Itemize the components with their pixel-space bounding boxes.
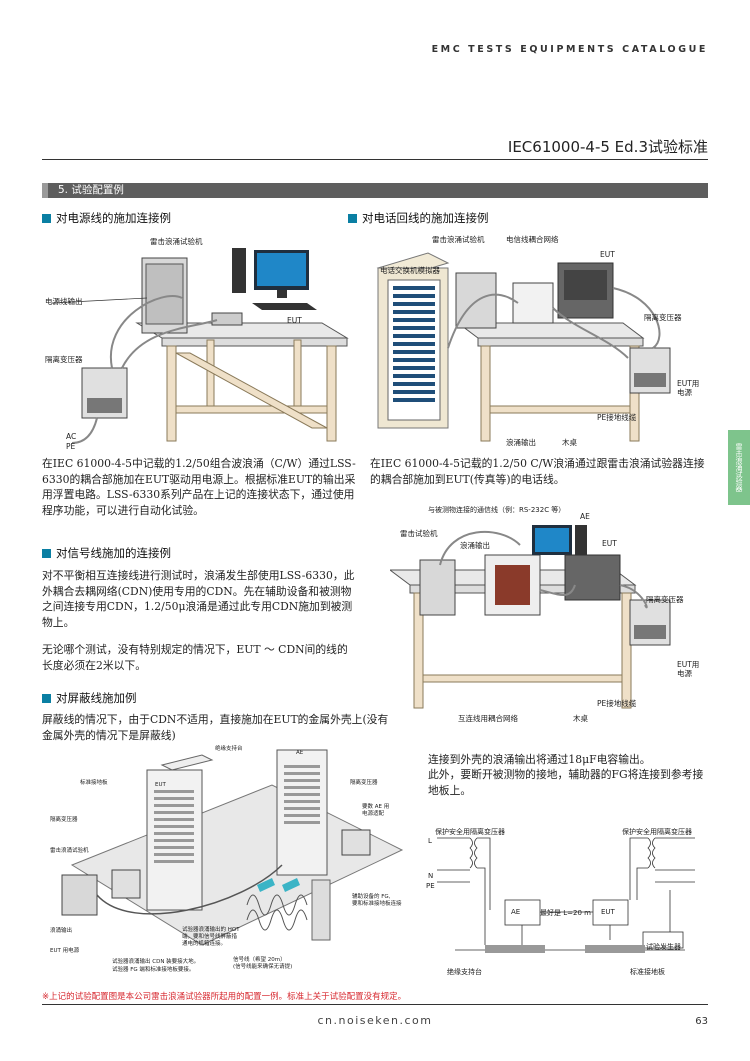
power-text: 在IEC 61000-4-5中记载的1.2/50组合波浪涌（C/W）通过LSS-… bbox=[42, 457, 356, 517]
shield-text: 屏蔽线的情况下，由于CDN不适用，直接施加在EUT的金属外壳上(没有金属外壳的情… bbox=[42, 713, 389, 742]
signal-label-eut: EUT bbox=[602, 539, 617, 548]
power-label-generator: 雷击浪涌试验机 bbox=[150, 237, 203, 246]
signal-label-eut-power-2: 电源 bbox=[677, 669, 692, 678]
shield-label-cdn-2: 试验器 FG 端和标准接地板要接。 bbox=[112, 967, 195, 973]
footer-note: ※上记的试验配置图是本公司雷击浪涌试验器所起用的配置一例。标准上关于试验配置没有… bbox=[42, 992, 407, 1002]
shield-label-sig-2: (信号线能来确保无请提) bbox=[233, 964, 293, 970]
power-label-pe: PE bbox=[66, 442, 76, 451]
phone-text: 在IEC 61000-4-5记载的1.2/50 C/W浪涌通过跟雷击浪涌试验器连… bbox=[370, 457, 705, 486]
schematic-label-gen: 试验发生器 bbox=[646, 943, 681, 951]
signal-label-eut-power-1: EUT用 bbox=[677, 660, 700, 669]
shield-label-trans-ae-1: 要数 AE 用 bbox=[362, 804, 390, 810]
schematic-label-length: 最好是 L=20 m bbox=[540, 909, 591, 917]
schematic-label-prot-right: 保护安全用隔离变压器 bbox=[622, 828, 692, 836]
schematic-label-l: L bbox=[428, 837, 432, 845]
phone-heading: 对电话回线的施加连接例 bbox=[348, 210, 489, 226]
shield-label-aux-2: 要和标准接地板连接 bbox=[352, 901, 402, 907]
phone-label-eut-power-2: 电源 bbox=[677, 388, 692, 397]
page-number: 63 bbox=[695, 1016, 708, 1027]
shield-text-right-2: 此外，要断开被测物的接地，辅助器的FG将连接到参考接地板上。 bbox=[428, 768, 704, 797]
power-label-output: 电源线输出 bbox=[45, 297, 83, 306]
signal-label-generator: 雷击试验机 bbox=[400, 529, 438, 538]
signal-text-2: 无论哪个测试，没有特别规定的情况下，EUT ～ CDN间的线的长度必须在2米以下… bbox=[42, 643, 348, 672]
shield-label-sig-1: 信号线（希望 20m） bbox=[233, 957, 286, 963]
schematic-label-pe: PE bbox=[426, 882, 435, 890]
signal-label-ae: AE bbox=[580, 512, 590, 521]
power-heading: 对电源线的施加连接例 bbox=[42, 210, 171, 226]
shield-label-support: 绝缘支持台 bbox=[215, 746, 243, 752]
schematic-label-ae: AE bbox=[511, 908, 521, 916]
shield-heading: 对屏蔽线施加例 bbox=[42, 690, 137, 706]
schematic-label-n: N bbox=[428, 872, 434, 880]
signal-label-comm: 与被测物连接的通信线（例：RS-232C 等） bbox=[428, 506, 566, 514]
shield-label-note-3: 通电的机箱连接。 bbox=[182, 941, 227, 947]
square-bullet-icon bbox=[42, 213, 51, 223]
footer-url: cn.noiseken.com bbox=[317, 1014, 433, 1027]
catalogue-title: EMC TESTS EQUIPMENTS CATALOGUE bbox=[431, 44, 708, 55]
section-title: 5. 试验配置例 bbox=[42, 183, 708, 198]
side-tab: 雷击浪涌试验器 bbox=[728, 430, 750, 505]
footer-rule bbox=[42, 1004, 708, 1005]
shield-label-surge-out: 浪涌输出 bbox=[50, 928, 73, 934]
schematic-label-support: 绝缘支持台 bbox=[447, 968, 482, 976]
shield-label-aux-1: 辅助设备的 FG, bbox=[352, 894, 391, 900]
schematic-label-plane: 标准接地板 bbox=[630, 968, 665, 976]
schematic-diagram bbox=[437, 837, 695, 953]
signal-label-surge-out: 浪涌输出 bbox=[460, 541, 490, 550]
shield-label-note-2: 端，要和信号线屏蔽措 bbox=[182, 934, 238, 940]
signal-illustration bbox=[390, 525, 671, 709]
signal-label-table: 木桌 bbox=[573, 714, 588, 723]
shield-label-ae: AE bbox=[296, 750, 304, 756]
shield-text-right-1: 连接到外壳的浪涌输出将通过18μF电容输出。 bbox=[428, 753, 651, 766]
shield-label-iso-trans: 隔离变压器 bbox=[50, 817, 78, 823]
shield-label-eut-power: EUT 用电源 bbox=[50, 948, 80, 954]
phone-label-transformer: 隔离变压器 bbox=[644, 313, 682, 322]
signal-label-pe: PE接地线缆 bbox=[597, 699, 637, 708]
power-illustration bbox=[51, 248, 349, 444]
phone-illustration bbox=[376, 252, 671, 442]
phone-label-exchange: 电话交换机模拟器 bbox=[380, 266, 440, 275]
square-bullet-icon bbox=[348, 213, 357, 223]
phone-label-pe: PE接地线缆 bbox=[597, 413, 637, 422]
schematic-label-prot-left: 保护安全用隔离变压器 bbox=[435, 828, 505, 836]
phone-label-coupling: 电信线耦合网络 bbox=[506, 235, 559, 244]
phone-label-surge-out: 浪涌输出 bbox=[506, 438, 536, 447]
phone-label-eut: EUT bbox=[600, 250, 615, 259]
shield-label-plane: 标准接地板 bbox=[80, 780, 108, 786]
shield-label-note-1: 试验器浪涌输出的 HOT bbox=[182, 927, 240, 933]
shield-label-cdn-1: 试验器浪涌输出 CDN 装要接大地。 bbox=[112, 959, 200, 965]
power-label-ac: AC bbox=[66, 432, 77, 441]
square-bullet-icon bbox=[42, 548, 51, 558]
shield-label-gen: 雷击浪涌试验机 bbox=[50, 848, 89, 854]
header-rule bbox=[42, 159, 708, 160]
shield-label-eut: EUT bbox=[155, 782, 166, 788]
schematic-label-eut: EUT bbox=[601, 908, 615, 916]
shield-label-trans: 隔离变压器 bbox=[350, 780, 378, 786]
square-bullet-icon bbox=[42, 693, 51, 703]
signal-label-transformer: 隔离变压器 bbox=[646, 595, 684, 604]
phone-label-eut-power-1: EUT用 bbox=[677, 379, 700, 388]
phone-label-table: 木桌 bbox=[562, 438, 577, 447]
power-label-transformer: 隔离变压器 bbox=[45, 355, 83, 364]
standard-title: IEC61000-4-5 Ed.3试验标准 bbox=[507, 138, 708, 156]
power-label-eut: EUT bbox=[287, 316, 302, 325]
signal-text-1: 对不平衡相互连接线进行测试时，浪涌发生部使用LSS-6330，此外耦合去耦网络(… bbox=[42, 569, 355, 629]
signal-label-network: 互连线用耦合网络 bbox=[458, 714, 518, 723]
shield-illustration bbox=[61, 749, 404, 946]
signal-heading: 对信号线施加的连接例 bbox=[42, 545, 171, 561]
shield-label-trans-ae-2: 电源适配 bbox=[362, 811, 385, 817]
phone-label-generator: 雷击浪涌试验机 bbox=[432, 235, 485, 244]
